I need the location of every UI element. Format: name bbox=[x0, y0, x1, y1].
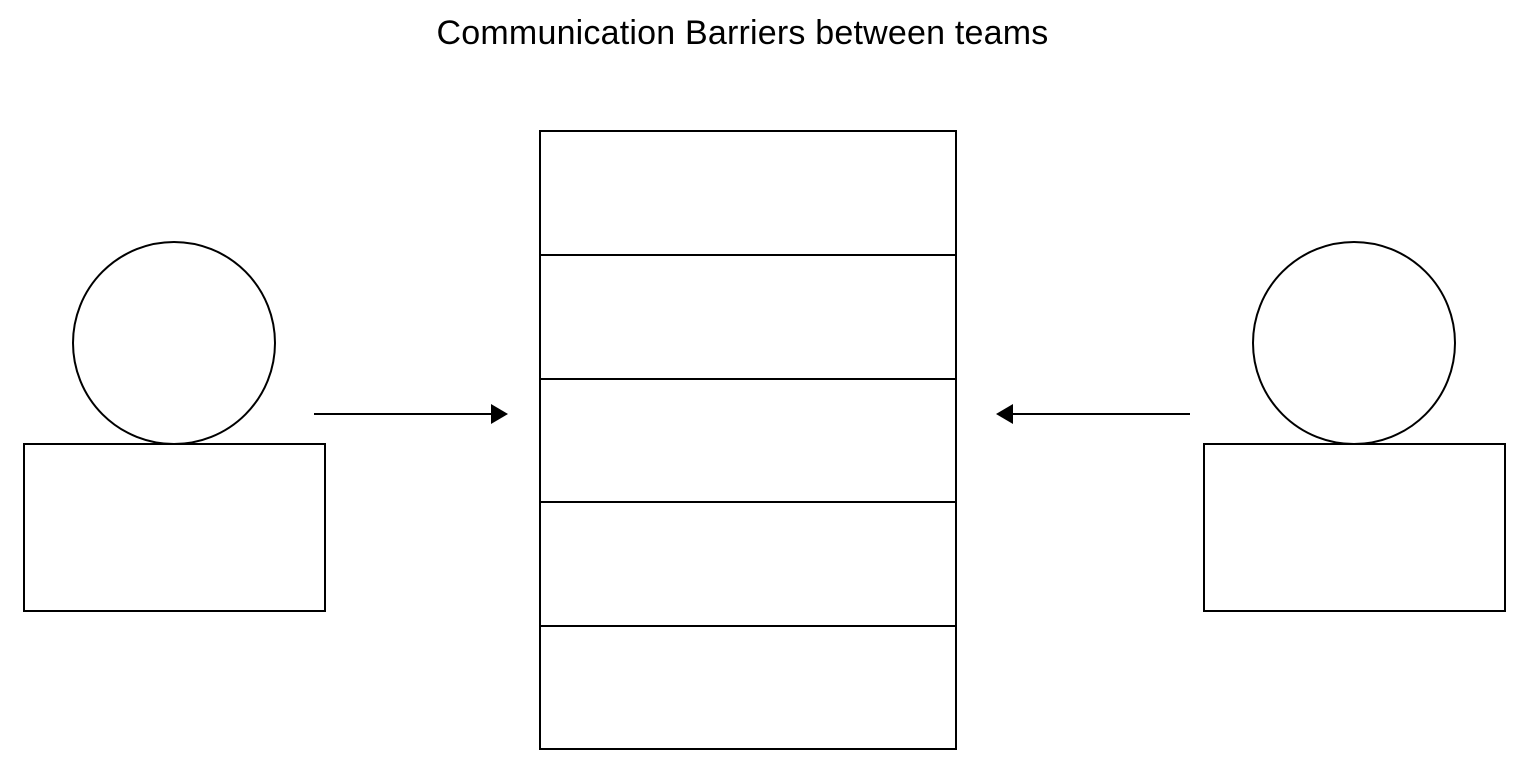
person-right bbox=[1203, 241, 1506, 612]
arrow-right-to-barrier bbox=[996, 404, 1190, 424]
arrow-left-to-barrier bbox=[314, 404, 508, 424]
person-left-head bbox=[72, 241, 276, 445]
arrow-left-head bbox=[491, 404, 508, 424]
person-right-body bbox=[1203, 443, 1506, 612]
barrier-stack bbox=[539, 130, 957, 750]
person-left-body bbox=[23, 443, 326, 612]
person-right-head bbox=[1252, 241, 1456, 445]
arrow-right-head bbox=[996, 404, 1013, 424]
person-left bbox=[23, 241, 326, 612]
diagram-title: Communication Barriers between teams bbox=[436, 14, 1049, 52]
barrier-outline bbox=[539, 130, 957, 750]
